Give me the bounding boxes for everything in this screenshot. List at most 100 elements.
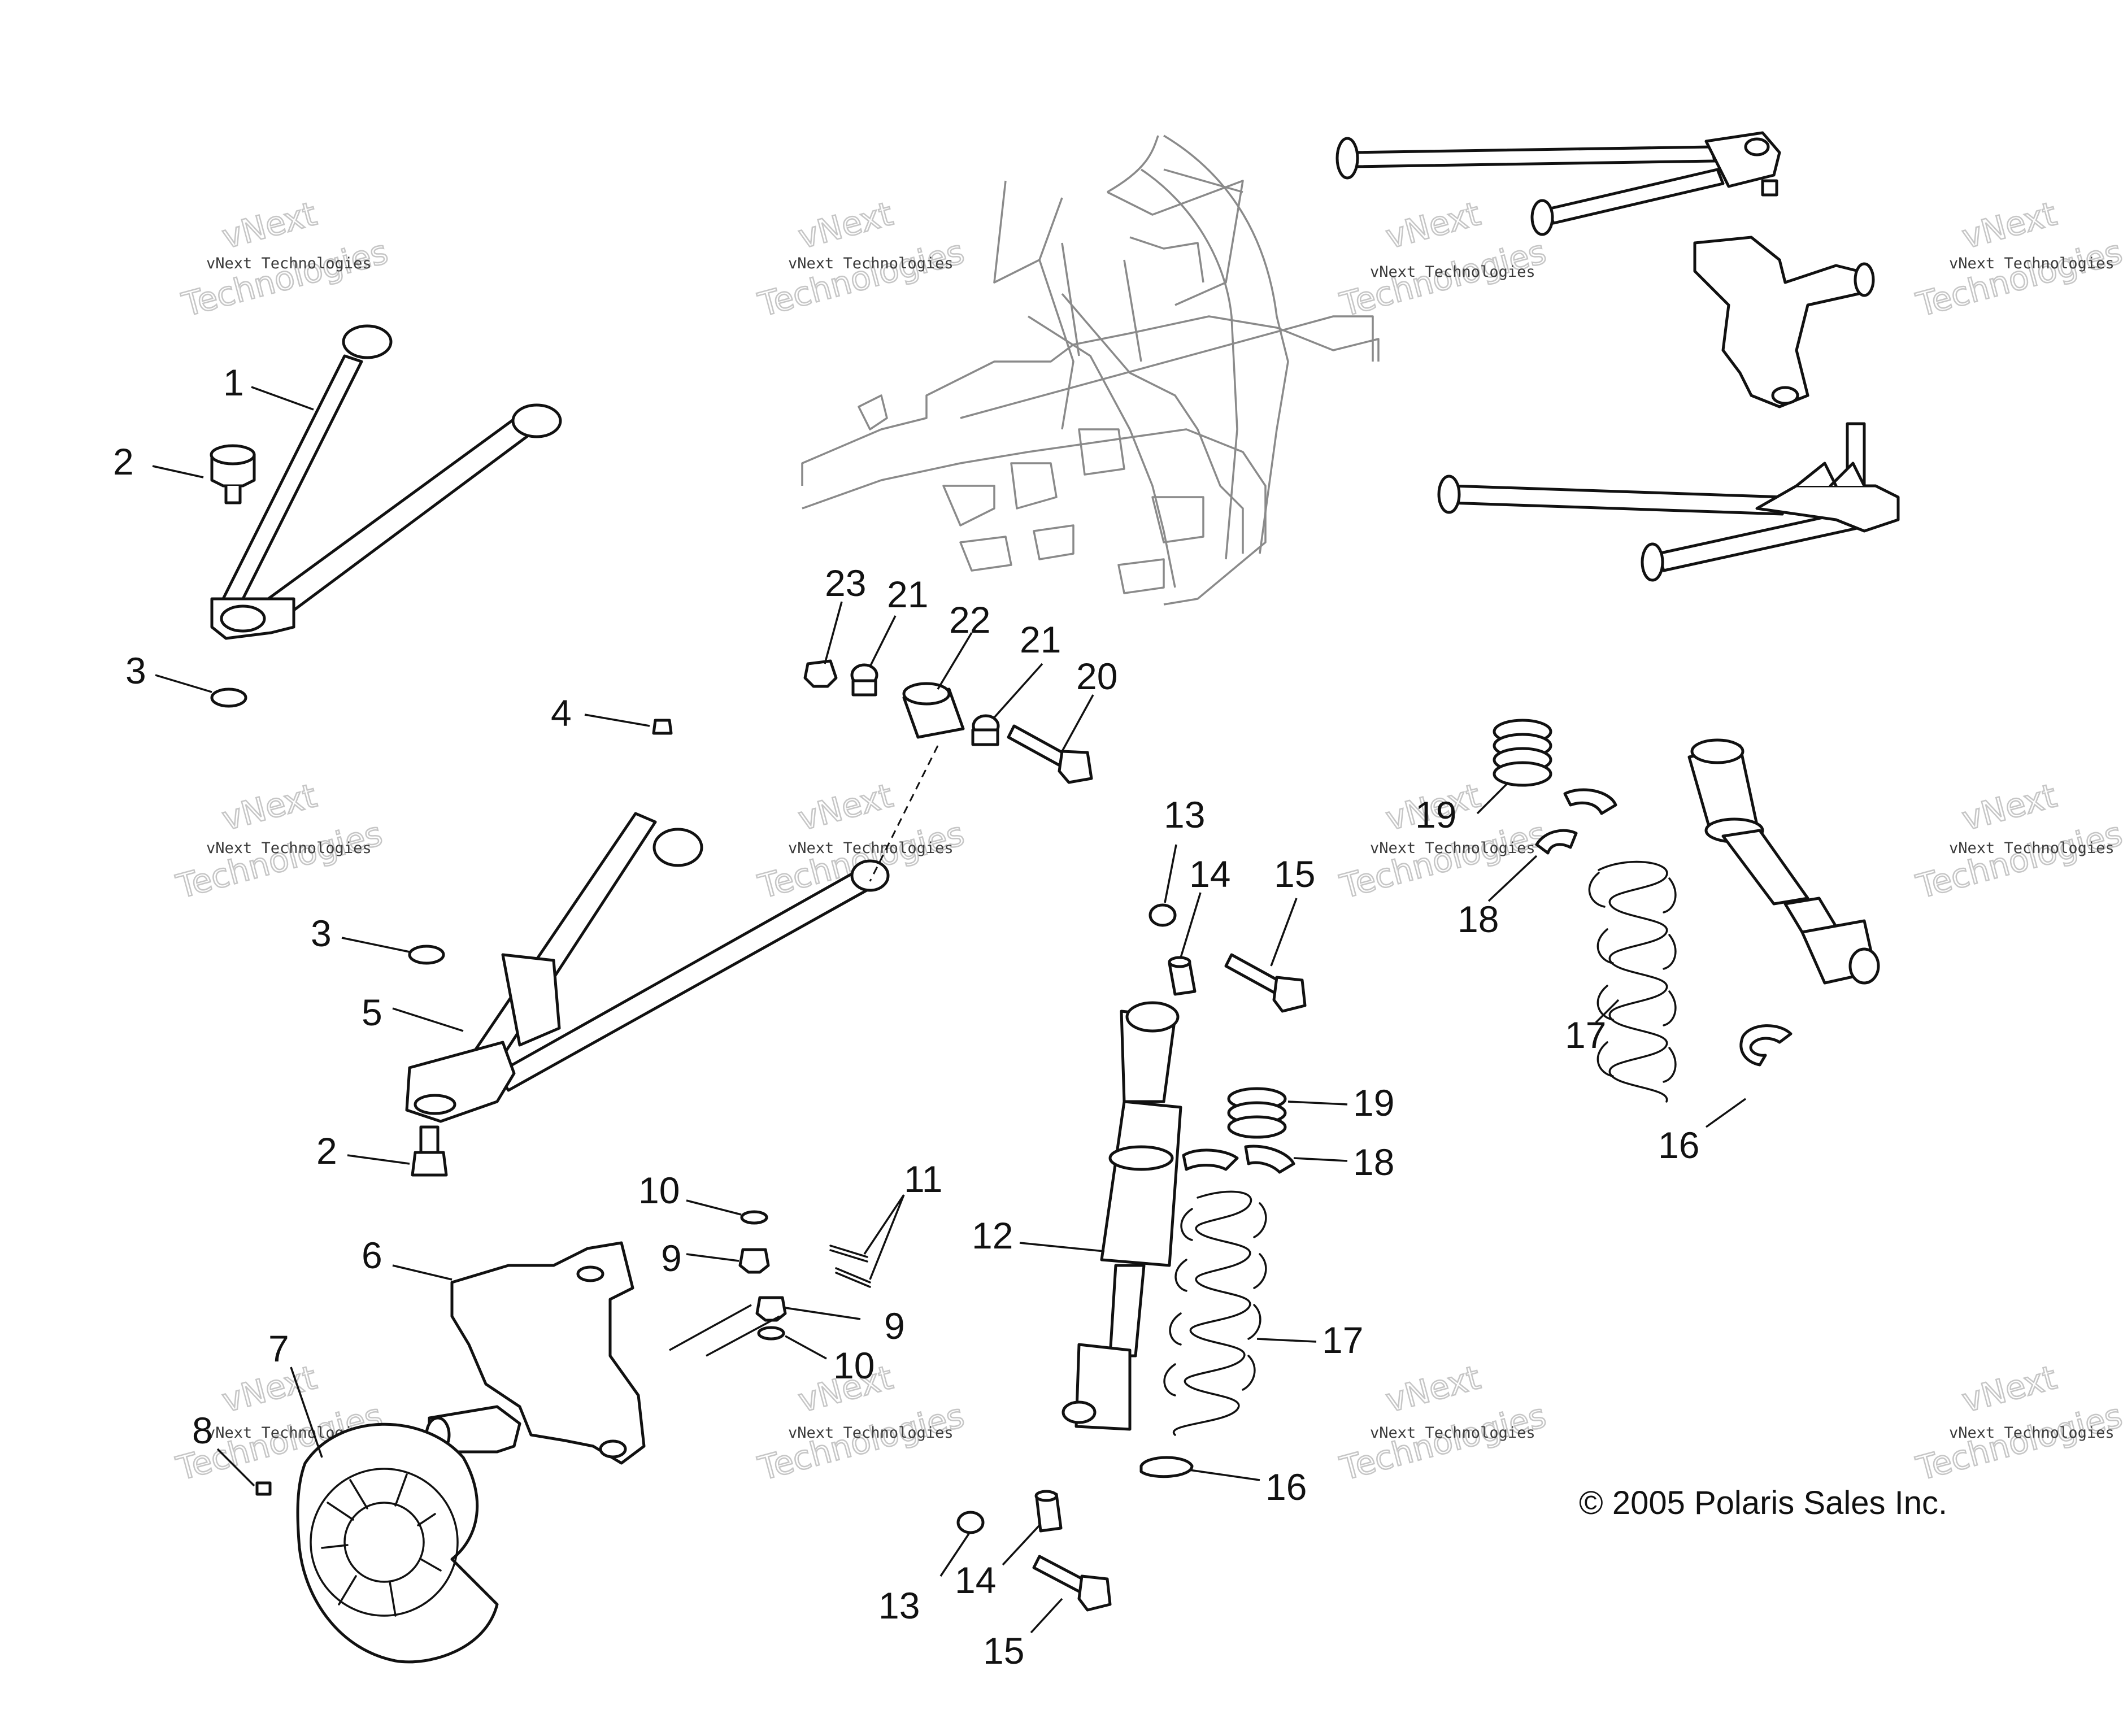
callout-9-upper: 9	[661, 1237, 682, 1279]
callout-6: 6	[362, 1234, 382, 1276]
svg-text:vNext: vNext	[218, 776, 320, 838]
assembly-guide-line	[869, 745, 939, 882]
svg-text:vNext: vNext	[1958, 776, 2060, 838]
snap-ring-upper	[210, 688, 247, 708]
svg-text:vNext Technologies: vNext Technologies	[1949, 839, 2115, 857]
svg-text:vNext: vNext	[794, 194, 897, 256]
svg-text:Technologies: Technologies	[1912, 1396, 2123, 1487]
callout-19-front: 19	[1353, 1082, 1394, 1124]
callout-13-upper: 13	[1164, 794, 1205, 836]
callout-14-lower: 14	[955, 1559, 996, 1601]
svg-text:Technologies: Technologies	[1336, 1396, 1550, 1487]
watermark-4: vNext Technologies vNext Technologies	[1912, 194, 2123, 325]
callout-23: 23	[825, 562, 866, 604]
bolt-15-upper	[1224, 953, 1307, 1013]
svg-text:vNext Technologies: vNext Technologies	[1370, 839, 1535, 857]
callout-14-upper: 14	[1189, 853, 1230, 895]
callout-18-front: 18	[1353, 1141, 1394, 1183]
leader-lines	[152, 386, 1747, 1634]
front-retainer-halves-18	[1182, 1145, 1295, 1174]
svg-text:vNext Technologies: vNext Technologies	[788, 1424, 954, 1442]
copyright-notice: © 2005 Polaris Sales Inc.	[1579, 1485, 1947, 1521]
callout-9-lower: 9	[884, 1305, 905, 1347]
steering-spindle	[425, 1241, 646, 1465]
callout-21-right: 21	[1020, 619, 1061, 660]
nut-13-lower	[956, 1511, 985, 1534]
svg-text:vNext: vNext	[1382, 194, 1484, 256]
watermark-2: vNext Technologies vNext Technologies	[754, 194, 969, 325]
castle-nut-upper	[738, 1248, 770, 1274]
nut-13-upper	[1148, 903, 1177, 927]
shield-screw	[255, 1481, 272, 1496]
callout-8: 8	[192, 1409, 213, 1451]
spindle-right	[1693, 236, 1875, 408]
svg-text:vNext: vNext	[1958, 194, 2060, 256]
vehicle-frame	[801, 134, 1380, 606]
bushing-14-upper	[1168, 956, 1197, 996]
front-coil-spring	[1163, 1190, 1267, 1436]
callout-labels: 1 2 3 4 5 2 3 6 7 8 9 10 9 10 11 12 13 1…	[113, 362, 1699, 1672]
callout-20: 20	[1076, 655, 1117, 697]
callout-18-rear: 18	[1458, 898, 1499, 940]
svg-text:Technologies: Technologies	[1912, 232, 2123, 324]
svg-text:vNext Technologies: vNext Technologies	[206, 255, 372, 272]
front-clip-16	[1139, 1456, 1194, 1478]
rear-shock-absorber	[1687, 738, 1880, 985]
callout-17-front: 17	[1322, 1319, 1363, 1361]
svg-text:vNext Technologies: vNext Technologies	[206, 839, 372, 857]
watermark-11: vNext Technologies vNext Technologies	[1335, 1358, 1551, 1489]
castle-nut-lower	[755, 1296, 787, 1322]
washer-lower	[757, 1326, 785, 1341]
grease-fitting	[652, 719, 673, 735]
washer-upper	[740, 1210, 768, 1225]
brake-disc-shield	[296, 1422, 499, 1664]
ball-joint-upper	[210, 444, 256, 504]
sleeve-22	[902, 682, 965, 739]
callout-13-lower: 13	[878, 1585, 920, 1626]
callout-3-upper: 3	[125, 650, 146, 691]
svg-text:vNext: vNext	[1958, 1358, 2060, 1420]
callout-16-front: 16	[1265, 1466, 1307, 1508]
svg-text:vNext: vNext	[1382, 1358, 1484, 1420]
svg-text:vNext: vNext	[794, 776, 897, 838]
bushing-14-lower	[1034, 1490, 1063, 1533]
watermark-8: vNext Technologies vNext Technologies	[1912, 776, 2123, 907]
watermark-12: vNext Technologies vNext Technologies	[1912, 1358, 2123, 1489]
rear-coil-spring	[1588, 860, 1677, 1103]
ball-joint-lower	[411, 1125, 448, 1177]
cotter-pins	[829, 1245, 871, 1288]
bushing-21-right	[971, 714, 1000, 746]
callout-5: 5	[362, 991, 382, 1033]
watermark-3: vNext Technologies vNext Technologies	[1335, 194, 1551, 325]
svg-text:vNext Technologies: vNext Technologies	[1949, 1424, 2115, 1442]
rear-clip-16	[1739, 1024, 1793, 1067]
lower-a-arm	[405, 812, 890, 1123]
svg-text:vNext Technologies: vNext Technologies	[788, 839, 954, 857]
upper-arm-assembly-right	[1335, 131, 1781, 236]
callout-2-lower: 2	[316, 1130, 337, 1172]
upper-a-arm	[210, 324, 562, 640]
callout-2-upper: 2	[113, 441, 134, 482]
bolt-15-lower	[1032, 1555, 1112, 1612]
svg-text:vNext Technologies: vNext Technologies	[788, 255, 954, 272]
watermark-5: vNext Technologies vNext Technologies	[172, 776, 387, 907]
front-spring-retainer-19	[1227, 1087, 1287, 1139]
callout-11: 11	[904, 1158, 943, 1200]
callout-22: 22	[949, 599, 990, 641]
front-shock-absorber	[1062, 1001, 1182, 1431]
svg-text:vNext Technologies: vNext Technologies	[1370, 1424, 1535, 1442]
callout-15-upper: 15	[1274, 853, 1315, 895]
svg-text:vNext Technologies: vNext Technologies	[1949, 255, 2115, 272]
watermark-1: vNext Technologies vNext Technologies	[177, 194, 393, 325]
callout-16-rear: 16	[1658, 1124, 1699, 1166]
hardware-line-2	[706, 1315, 780, 1357]
callout-10-upper: 10	[638, 1169, 680, 1211]
callout-10-lower: 10	[833, 1345, 875, 1386]
svg-text:Technologies: Technologies	[1912, 814, 2123, 906]
callout-15-lower: 15	[983, 1630, 1024, 1672]
rear-retainer-halves-18	[1535, 788, 1617, 855]
svg-text:Technologies: Technologies	[754, 232, 968, 324]
nut-23	[803, 659, 838, 688]
callout-17-rear: 17	[1565, 1014, 1606, 1056]
